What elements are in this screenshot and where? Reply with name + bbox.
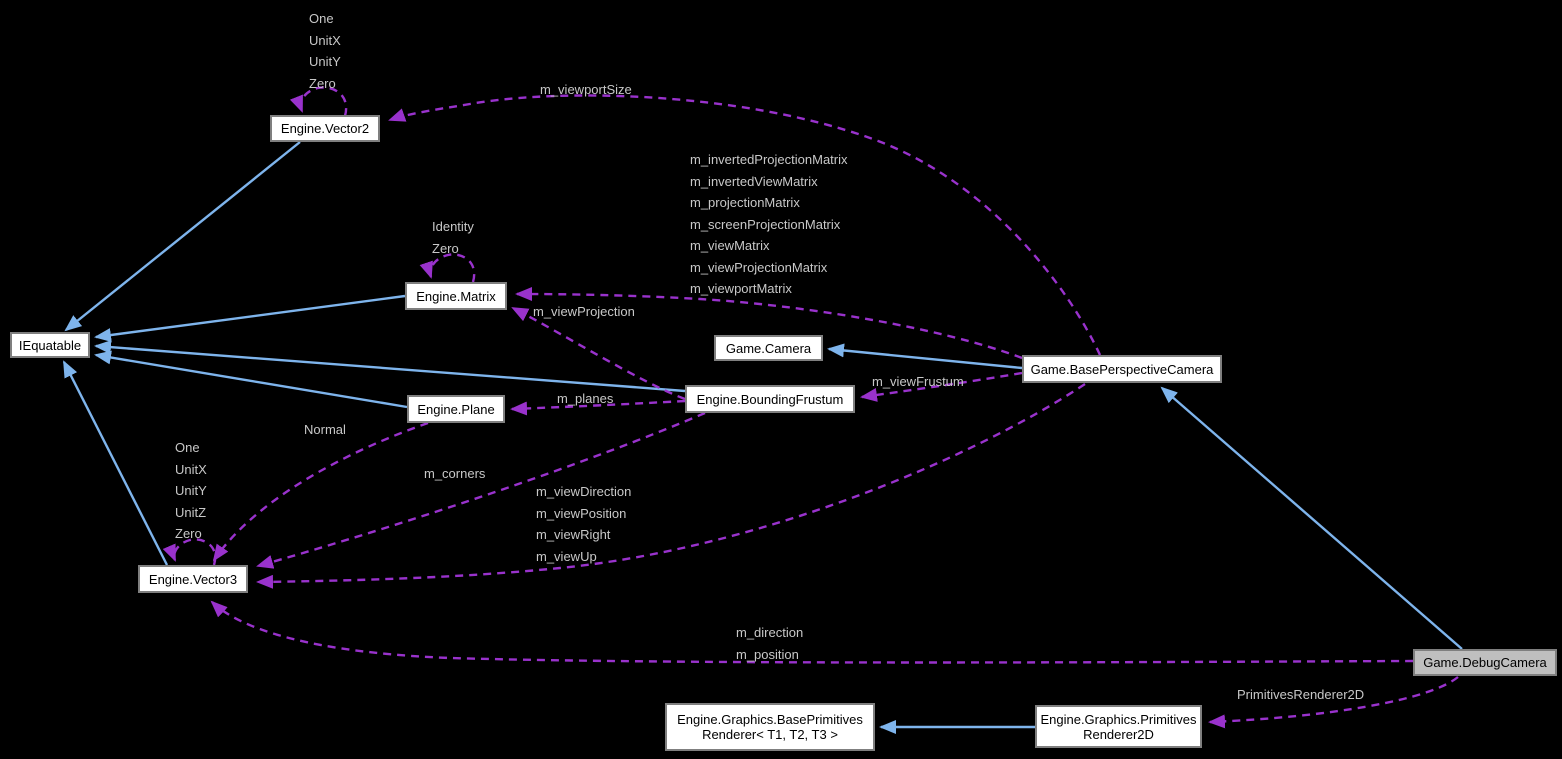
edge-label-direction-position: m_direction m_position — [736, 625, 804, 662]
node-label: Engine.Plane — [417, 401, 495, 417]
node-label: Engine.Graphics.Primitives Renderer2D — [1040, 711, 1197, 742]
node-label: Game.DebugCamera — [1423, 655, 1547, 670]
edge-label-viewportsize: m_viewportSize — [540, 82, 632, 97]
edge-usage-planes — [510, 399, 686, 416]
edge-debugcamera-baseperspectivecamera — [1160, 386, 1463, 650]
edge-label-corners: m_corners — [424, 466, 486, 481]
node-engine-boundingfrustum[interactable]: Engine.BoundingFrustum — [685, 385, 855, 413]
edge-label-matrix-selfloop: Identity Zero — [432, 219, 474, 256]
edge-vector2-iequatable — [64, 141, 301, 332]
edge-selfloop-vector3 — [162, 538, 217, 566]
edge-usage-viewportsize — [388, 94, 1102, 356]
edge-label-viewfrustum: m_viewFrustum — [872, 374, 964, 389]
edge-usage-viewfrustum — [860, 371, 1023, 402]
edge-baseperspectivecamera-camera — [827, 343, 1023, 370]
edge-usage-primitivesrenderer2d — [1208, 676, 1459, 729]
node-engine-vector2[interactable]: Engine.Vector2 — [270, 115, 380, 142]
edge-usage-normal — [212, 421, 429, 562]
edge-usage-direction-position — [210, 600, 1414, 664]
edge-usage-matrices — [515, 287, 1023, 360]
edge-label-normal: Normal — [304, 422, 346, 437]
node-engine-graphics-baseprimitivesrenderer[interactable]: Engine.Graphics.BasePrimitives Renderer<… — [665, 703, 875, 751]
node-label: Engine.BoundingFrustum — [696, 391, 844, 407]
node-iequatable[interactable]: IEquatable — [10, 332, 90, 358]
edge-label-vector3-selfloop: One UnitX UnitY UnitZ Zero — [175, 440, 207, 541]
node-label: Game.BasePerspectiveCamera — [1030, 361, 1214, 377]
node-engine-plane[interactable]: Engine.Plane — [407, 395, 505, 423]
edge-label-primitivesrenderer2d: PrimitivesRenderer2D — [1237, 687, 1365, 702]
node-game-camera[interactable]: Game.Camera — [714, 335, 823, 361]
node-game-baseperspectivecamera[interactable]: Game.BasePerspectiveCamera — [1022, 355, 1222, 383]
edge-selfloop-vector2 — [289, 86, 348, 117]
node-engine-vector3[interactable]: Engine.Vector3 — [138, 565, 248, 593]
edge-usage-viewprojection — [511, 306, 686, 401]
edge-plane-iequatable — [94, 350, 408, 409]
edge-label-viewvectors: m_viewDirection m_viewPosition m_viewRig… — [536, 484, 632, 564]
edge-label-planes: m_planes — [557, 391, 614, 406]
edge-label-vector2-selfloop: One UnitX UnitY Zero — [309, 11, 341, 91]
edge-boundingfrustum-iequatable — [94, 340, 686, 393]
node-engine-matrix[interactable]: Engine.Matrix — [405, 282, 507, 310]
edge-selfloop-matrix — [419, 253, 476, 283]
node-label: IEquatable — [18, 337, 82, 353]
edge-label-viewprojection: m_viewProjection — [533, 304, 635, 319]
node-label: Game.Camera — [725, 340, 812, 356]
node-label: Engine.Vector3 — [148, 571, 238, 587]
node-game-debugcamera[interactable]: Game.DebugCamera — [1413, 649, 1557, 676]
node-label: Engine.Vector2 — [280, 121, 370, 136]
edge-label-matrices: m_invertedProjectionMatrix m_invertedVie… — [690, 152, 848, 296]
edge-vector3-iequatable — [62, 360, 169, 566]
edge-matrix-iequatable — [94, 294, 406, 342]
node-label: Engine.Graphics.BasePrimitives Renderer<… — [677, 712, 863, 742]
node-engine-graphics-primitivesrenderer2d[interactable]: Engine.Graphics.Primitives Renderer2D — [1035, 705, 1202, 748]
node-label: Engine.Matrix — [416, 288, 496, 304]
edge-usage-viewvectors — [256, 382, 1086, 589]
